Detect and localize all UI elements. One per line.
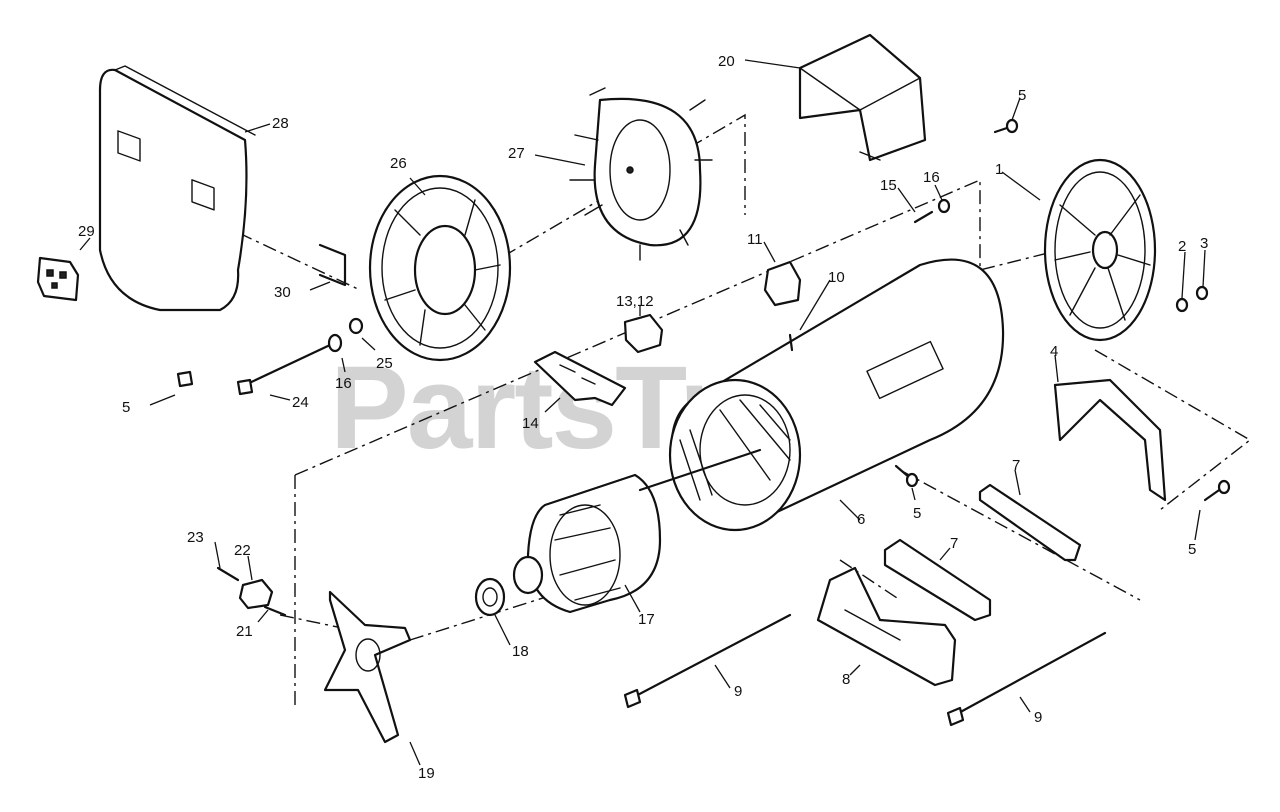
- screw-5-top: [993, 118, 1019, 134]
- part-7-strip-upper: [978, 483, 1082, 562]
- callout-16-left: 16: [335, 375, 352, 392]
- part-28-end-cover: [98, 65, 256, 312]
- part-9-bolt-right: [946, 631, 1107, 727]
- screw-15-washer-16: [913, 198, 951, 224]
- part-6-stator-housing: [668, 258, 1005, 532]
- callout-7-upper: 7: [1012, 457, 1020, 474]
- part-4-side-bracket: [1053, 378, 1167, 502]
- part-13-12-component: [623, 313, 664, 354]
- part-14-bracket-plate: [533, 350, 627, 407]
- callout-5-top: 5: [1018, 87, 1026, 104]
- callout-2: 2: [1178, 238, 1186, 255]
- callout-5-left: 5: [122, 399, 130, 416]
- screw-5-center: [894, 464, 919, 488]
- part-17-rotor: [512, 448, 762, 614]
- part-29-receptacle: [36, 256, 80, 302]
- callout-8: 8: [842, 671, 850, 688]
- washer-2-nut-3: [1175, 285, 1209, 313]
- callout-18: 18: [512, 643, 529, 660]
- part-18-bearing: [474, 577, 506, 617]
- part-1-end-bell: [1043, 158, 1157, 342]
- brush-holder-parts: [216, 566, 287, 617]
- callout-4: 4: [1050, 343, 1058, 360]
- callout-labels: 28 29 30 5 24 16 25 26 27 20 5 15 16 1 2…: [78, 53, 1208, 782]
- part-27-fan: [569, 87, 713, 261]
- callout-25: 25: [376, 355, 393, 372]
- part-7-strip-lower: [883, 538, 992, 622]
- callout-20: 20: [718, 53, 735, 70]
- part-10-screw: [788, 333, 794, 352]
- callout-19: 19: [418, 765, 435, 782]
- callout-30: 30: [274, 284, 291, 301]
- part-20-cover-bracket: [798, 33, 927, 162]
- callout-15: 15: [880, 177, 897, 194]
- screw-5-right: [1203, 479, 1231, 502]
- callout-11: 11: [747, 231, 763, 248]
- callout-14: 14: [522, 415, 539, 432]
- part-8-base-bracket: [816, 566, 957, 687]
- callout-6: 6: [857, 511, 865, 528]
- callout-1: 1: [995, 161, 1003, 178]
- part-9-bolt-left: [623, 613, 792, 709]
- callout-22: 22: [234, 542, 251, 559]
- callout-21: 21: [236, 623, 253, 640]
- part-24-bolt: [176, 317, 364, 396]
- callout-7-lower: 7: [950, 535, 958, 552]
- callout-10: 10: [828, 269, 845, 286]
- callout-3: 3: [1200, 235, 1208, 252]
- callout-26: 26: [390, 155, 407, 172]
- callout-9-left: 9: [734, 683, 742, 700]
- leader-lines: [79, 59, 1206, 766]
- part-11-terminal-block: [763, 260, 802, 307]
- part-19-spider: [323, 590, 412, 744]
- callout-27: 27: [508, 145, 525, 162]
- callout-28: 28: [272, 115, 289, 132]
- callout-9-right: 9: [1034, 709, 1042, 726]
- part-26-baffle: [368, 174, 512, 362]
- part-30-clip: [318, 243, 347, 287]
- callout-13-12: 13,12: [616, 293, 654, 310]
- callout-24: 24: [292, 394, 309, 411]
- callout-5-center: 5: [913, 505, 921, 522]
- callout-5-right: 5: [1188, 541, 1196, 558]
- callout-29: 29: [78, 223, 95, 240]
- callout-17: 17: [638, 611, 655, 628]
- callout-16-right: 16: [923, 169, 940, 186]
- callout-23: 23: [187, 529, 204, 546]
